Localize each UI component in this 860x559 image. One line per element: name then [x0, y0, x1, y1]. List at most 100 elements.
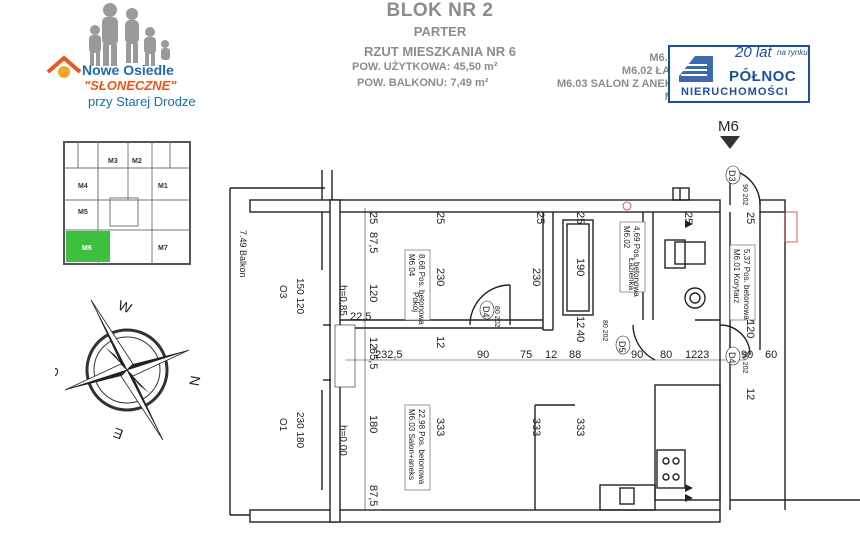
key-plan: M3 M2 M4 M1 M5 M6 M7	[58, 138, 198, 268]
key-label: M6	[82, 245, 92, 252]
door-dims: 90 202	[741, 184, 748, 206]
entry-arrow-icon	[720, 136, 740, 149]
key-label: M7	[158, 245, 168, 252]
window-o1-sill: h=0,00	[337, 425, 348, 456]
compass-n-label: N	[186, 374, 204, 387]
balcony-label: 7.49 Balkon	[238, 230, 248, 278]
room-bath-id: M6.02	[622, 226, 631, 249]
compass-e-label: E	[111, 425, 125, 443]
dim-top: 25	[534, 212, 546, 224]
dim-row: 12	[685, 349, 697, 361]
balcony-area: POW. BALKONU: 7,49 m²	[357, 77, 489, 89]
dim-row: 232,5	[375, 349, 403, 361]
house-logo-icon	[46, 55, 82, 78]
compass-w-label: W	[116, 297, 135, 317]
entry-label: M6	[718, 118, 739, 135]
rooms-list-item: M6	[530, 91, 680, 104]
dim-top: 25	[574, 212, 586, 224]
room-kitchen-id: M6.04	[407, 254, 416, 277]
dim-row: 90	[631, 349, 643, 361]
dim-top: 25	[367, 212, 379, 224]
dim-row: 80	[660, 349, 672, 361]
rooms-list-item: M6.01	[649, 52, 680, 64]
logo-line1: Nowe Osiedle	[82, 62, 174, 78]
developer-name: PÓŁNOC	[729, 68, 797, 85]
rooms-list-item: M6.03 SALON Z ANEKS	[556, 78, 680, 90]
door-label: D3	[727, 170, 737, 182]
dim-row: 88	[569, 349, 581, 361]
room-salon-id: M6.03 Salon+aneks	[407, 409, 416, 480]
dim-v: 120	[744, 320, 756, 338]
door-dims: 80 202	[741, 352, 748, 374]
dim-left: 22,5	[350, 311, 371, 323]
plan-label: RZUT MIESZKANIA NR 6	[364, 44, 516, 59]
room-bath-area: 4,69 Pos. betonowa	[632, 226, 641, 297]
floor-plan-drawing: 25 25 25 25 25 25 87,5 120 22,5 12 65,5 …	[229, 165, 860, 523]
floor-plan: 25 25 25 25 25 25 87,5 120 22,5 12 65,5 …	[225, 150, 860, 554]
window-o3-dims: 150 120	[294, 278, 305, 315]
dim-row: 90	[741, 349, 753, 361]
family-silhouette-icon	[46, 3, 170, 78]
door-dims: 80 202	[493, 306, 500, 328]
dim-v: 12	[574, 316, 586, 328]
dim-left: 120	[367, 284, 379, 302]
dim-row: 60	[765, 349, 777, 361]
key-label: M3	[108, 158, 118, 165]
door-label: D4	[727, 352, 737, 364]
estate-logo: Nowe Osiedle "SŁONECZNE" przy Starej Dro…	[40, 0, 210, 110]
logo-line3: przy Starej Drodze	[88, 94, 196, 109]
room-kitchen-name: Pokój	[411, 292, 420, 312]
compass-rose: W N S E	[44, 295, 215, 445]
dim-row: 75	[520, 349, 532, 361]
room-kitchen-area: 8,68 Pos. betonowa	[417, 254, 426, 325]
usable-area: POW. UŻYTKOWA: 45,50 m²	[352, 61, 498, 73]
dim-v: 230	[434, 268, 446, 286]
developer-sub: NIERUCHOMOŚCI	[681, 86, 789, 98]
window-o3-label: O3	[277, 285, 288, 299]
logo-line2: "SŁONECZNE"	[84, 78, 177, 93]
door-label: D5	[617, 341, 627, 353]
window-o1-label: O1	[277, 418, 288, 432]
room-hall-id: M6.01 Korytarz	[732, 249, 741, 303]
dim-left: 65,5	[367, 348, 379, 369]
dim-left: 180	[367, 415, 379, 433]
rooms-list-item: M6.02 ŁAZI	[621, 65, 680, 77]
anniversary-suffix: na rynku	[777, 48, 808, 57]
dim-top: 25	[744, 212, 756, 224]
dim-v: 190	[574, 258, 586, 276]
dim-v: 333	[434, 418, 446, 436]
dim-v: 333	[574, 418, 586, 436]
key-label: M2	[132, 158, 142, 165]
door-label: D4	[481, 306, 491, 318]
compass-icon: W N S E	[44, 297, 204, 443]
dim-v: 230	[530, 268, 542, 286]
window-o3-sill: h=0,85	[337, 285, 348, 316]
dim-row: 90	[477, 349, 489, 361]
dim-left: 87,5	[367, 485, 379, 506]
key-label: M1	[158, 183, 168, 190]
dim-left: 12	[367, 337, 379, 349]
rooms-list: M6.01 M6.02 ŁAZI M6.03 SALON Z ANEKS M6	[530, 52, 680, 104]
door-dims: 80 202	[601, 320, 608, 342]
anniversary-label: 20 lat	[735, 44, 772, 61]
dim-row: 23	[697, 349, 709, 361]
dim-v: 333	[530, 418, 542, 436]
dim-v: 12	[744, 388, 756, 400]
key-label: M5	[78, 209, 88, 216]
dim-v: 12	[434, 336, 446, 348]
building-logo-icon	[668, 45, 810, 103]
compass-s-label: S	[55, 366, 62, 378]
key-label: M4	[78, 183, 88, 190]
dim-row: 12	[545, 349, 557, 361]
room-hall-area: 5,37 Pos. betonowa	[742, 249, 751, 320]
room-salon-area: 22,98 Pos. betonowa	[417, 409, 426, 485]
dim-v: 40	[574, 330, 586, 342]
key-plan-drawing: M3 M2 M4 M1 M5 M6 M7	[63, 141, 191, 265]
room-bath-name: Łazienka	[627, 258, 636, 291]
floor-label: PARTER	[413, 24, 467, 39]
dim-left: 87,5	[367, 232, 379, 253]
developer-logo: 20 lat na rynku PÓŁNOC NIERUCHOMOŚCI	[665, 42, 815, 104]
block-title: BLOK NR 2	[386, 0, 494, 21]
dim-top: 25	[434, 212, 446, 224]
window-o1-dims: 230 180	[294, 412, 305, 449]
